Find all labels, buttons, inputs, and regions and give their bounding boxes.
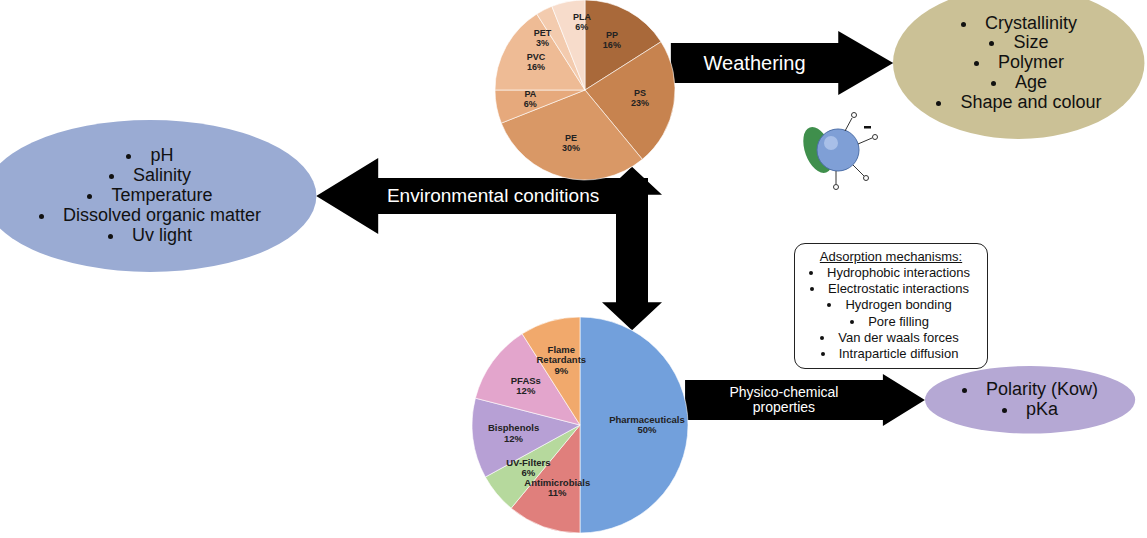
slice-label: PFASs 12%: [511, 375, 541, 396]
text-word: 16%: [603, 40, 621, 50]
mechanism-item: Intraparticle diffusion: [809, 346, 970, 362]
pie-chart: PP 16% PS 23% PE 30% PA 6% PVC 16% PET 3% PLA …: [495, 0, 675, 180]
pie-slice: [522, 317, 580, 425]
slice-label: Pharmaceuticals 50%: [609, 415, 685, 436]
property-ellipse: Polarity (Kow)pKa: [925, 366, 1135, 434]
factor-item: Polymer: [936, 53, 1101, 73]
text-word: 50%: [637, 424, 656, 435]
particle-sphere: [817, 129, 859, 171]
text-word: PLA: [573, 13, 591, 23]
factor-item: Polarity (Kow): [962, 380, 1098, 400]
mechanism-list: Hydrophobic interactionsElectrostatic in…: [809, 265, 970, 363]
mechanism-item: Hydrogen bonding: [809, 297, 970, 313]
minus-mark: [864, 126, 871, 129]
slice-label: UV-Filters 6%: [506, 457, 550, 478]
factor-item: Salinity: [39, 166, 261, 186]
pie-chart: Pharmaceuticals 50%Antimicrobials 11%UV-…: [472, 317, 688, 533]
text-word: 11%: [548, 487, 567, 498]
slice-label: PS 23%: [631, 89, 649, 109]
text-word: 23%: [631, 98, 649, 108]
mechanism-box: Adsorption mechanisms:Hydrophobic intera…: [794, 243, 988, 370]
factor-item: Crystallinity: [936, 14, 1101, 34]
text-word: Physico-chemical: [730, 384, 839, 400]
slice-label: PVC 16%: [527, 53, 546, 73]
ellipse-shape: [893, 0, 1144, 139]
text-word: UV-Filters: [506, 456, 550, 467]
factor-item: Age: [936, 73, 1101, 93]
text-word: Flame: [548, 344, 575, 355]
slice-label: PE 30%: [562, 134, 580, 154]
factor-item: Temperature: [39, 186, 261, 206]
factor-item: Shape and colour: [936, 93, 1101, 113]
slice-label: PET 3%: [534, 29, 552, 49]
text-word: 12%: [504, 432, 523, 443]
text-word: Pharmaceuticals: [609, 414, 685, 425]
ellipse-shape: [925, 366, 1135, 434]
block-arrow: [685, 374, 925, 426]
environment-factor-ellipse: pHSalinityTemperatureDissolved organic m…: [0, 120, 316, 272]
text-word: 6%: [575, 22, 588, 32]
text-word: properties: [753, 399, 815, 415]
text-word: PS: [634, 88, 646, 98]
text-word: 3%: [536, 38, 549, 48]
slice-label: PLA 6%: [573, 14, 591, 34]
mechanism-item: Pore filling: [809, 314, 970, 330]
weathering-factor-ellipse: CrystallinitySizePolymerAgeShape and col…: [893, 0, 1144, 139]
text-word: PVC: [527, 52, 546, 62]
box-heading: Adsorption mechanisms:: [809, 249, 973, 265]
text-word: 9%: [554, 365, 568, 376]
factor-list: Polarity (Kow)pKa: [962, 380, 1098, 420]
slice-label: PP 16%: [603, 31, 621, 51]
arrow-label: Weathering: [702, 52, 808, 74]
slice-label: Bisphenols 12%: [488, 423, 539, 444]
factor-item: Dissolved organic matter: [39, 206, 261, 226]
factor-list: CrystallinitySizePolymerAgeShape and col…: [936, 14, 1101, 113]
text-word: Retardants: [537, 354, 587, 365]
functional-groups: [834, 113, 878, 190]
slice-label: Flame Retardants 9%: [537, 345, 587, 376]
sphere-highlight: [824, 136, 838, 150]
text-word: PE: [565, 133, 577, 143]
factor-list: pHSalinityTemperatureDissolved organic m…: [39, 146, 261, 245]
factor-item: Size: [936, 33, 1101, 53]
block-arrow: [671, 31, 893, 95]
slice-label: Antimicrobials 11%: [524, 478, 590, 499]
arrow-label: Physico-chemical properties: [728, 385, 841, 416]
mechanism-item: Hydrophobic interactions: [809, 265, 970, 281]
text-word: PP: [606, 30, 618, 40]
mechanism-item: Van der waals forces: [809, 330, 970, 346]
text-word: Antimicrobials: [524, 477, 590, 488]
text-word: PA: [524, 90, 536, 100]
factor-item: pH: [39, 146, 261, 166]
factor-item: pKa: [962, 400, 1098, 420]
arrow-label: Environmental conditions: [385, 186, 601, 207]
pie-slice: [580, 317, 688, 533]
weathering-particle-icon: [798, 113, 878, 190]
text-word: PFASs: [511, 374, 541, 385]
text-word: 6%: [524, 99, 537, 109]
text-word: PET: [534, 28, 552, 38]
text-word: 16%: [527, 62, 545, 72]
pie-slice: [495, 90, 585, 123]
factor-item: Uv light: [39, 226, 261, 246]
text-word: 6%: [522, 467, 536, 478]
ellipse-shape: [0, 120, 316, 272]
text-word: 30%: [562, 143, 580, 153]
mechanism-item: Electrostatic interactions: [809, 281, 970, 297]
text-word: Bisphenols: [488, 422, 539, 433]
slice-label: PA 6%: [524, 91, 537, 111]
text-word: 12%: [516, 385, 535, 396]
